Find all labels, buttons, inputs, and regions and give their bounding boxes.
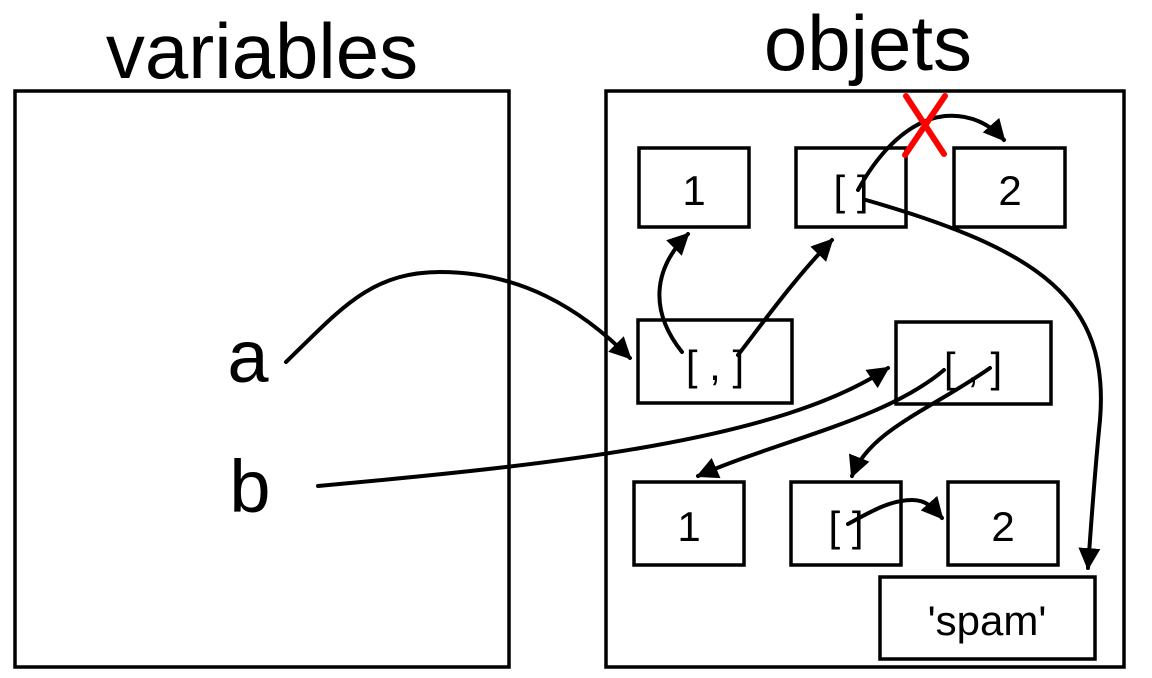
- object-list-b: [ , ]: [894, 320, 1053, 406]
- object-list-inner-bottom: [ ]: [789, 480, 903, 567]
- svg-text:[ ]: [ ]: [828, 503, 863, 550]
- object-int-one-top: 1: [637, 146, 751, 229]
- variable-b: b: [229, 445, 270, 528]
- variables-title: variables: [106, 7, 418, 95]
- object-int-two-bottom: 2: [946, 480, 1060, 567]
- arrow-inner-list-to-spam: [864, 198, 1103, 571]
- svg-text:[ , ]: [ , ]: [686, 342, 744, 389]
- svg-text:2: 2: [991, 503, 1014, 550]
- svg-text:2: 2: [998, 167, 1021, 214]
- arrow-inner-list-to-two-removed: [856, 113, 1006, 192]
- svg-text:1: 1: [677, 503, 700, 550]
- object-int-one-bottom: 1: [632, 480, 746, 567]
- svg-text:[ ]: [ ]: [833, 167, 868, 214]
- object-int-two-top: 2: [952, 146, 1067, 229]
- svg-text:1: 1: [682, 167, 705, 214]
- svg-text:'spam': 'spam': [928, 597, 1047, 644]
- object-list-a: [ , ]: [636, 318, 794, 405]
- arrow-b-list-to-one: [695, 368, 946, 479]
- arrow-a-to-list: [284, 269, 632, 364]
- variables-panel: [13, 89, 511, 669]
- arrow-b-to-list: [316, 366, 890, 488]
- arrow-inner-list-to-two-bottom: [846, 495, 944, 526]
- object-string-spam: 'spam': [878, 575, 1097, 661]
- arrow-b-list-to-inner-list: [848, 366, 992, 479]
- object-list-inner-top: [ ]: [794, 146, 908, 229]
- variable-a: a: [227, 315, 269, 398]
- arrow-a-list-to-one: [657, 232, 690, 354]
- arrow-a-list-to-inner-list: [736, 238, 834, 357]
- removed-reference-cross: [902, 93, 948, 158]
- svg-text:[ , ]: [ , ]: [944, 344, 1002, 391]
- objects-title: objets: [764, 0, 972, 87]
